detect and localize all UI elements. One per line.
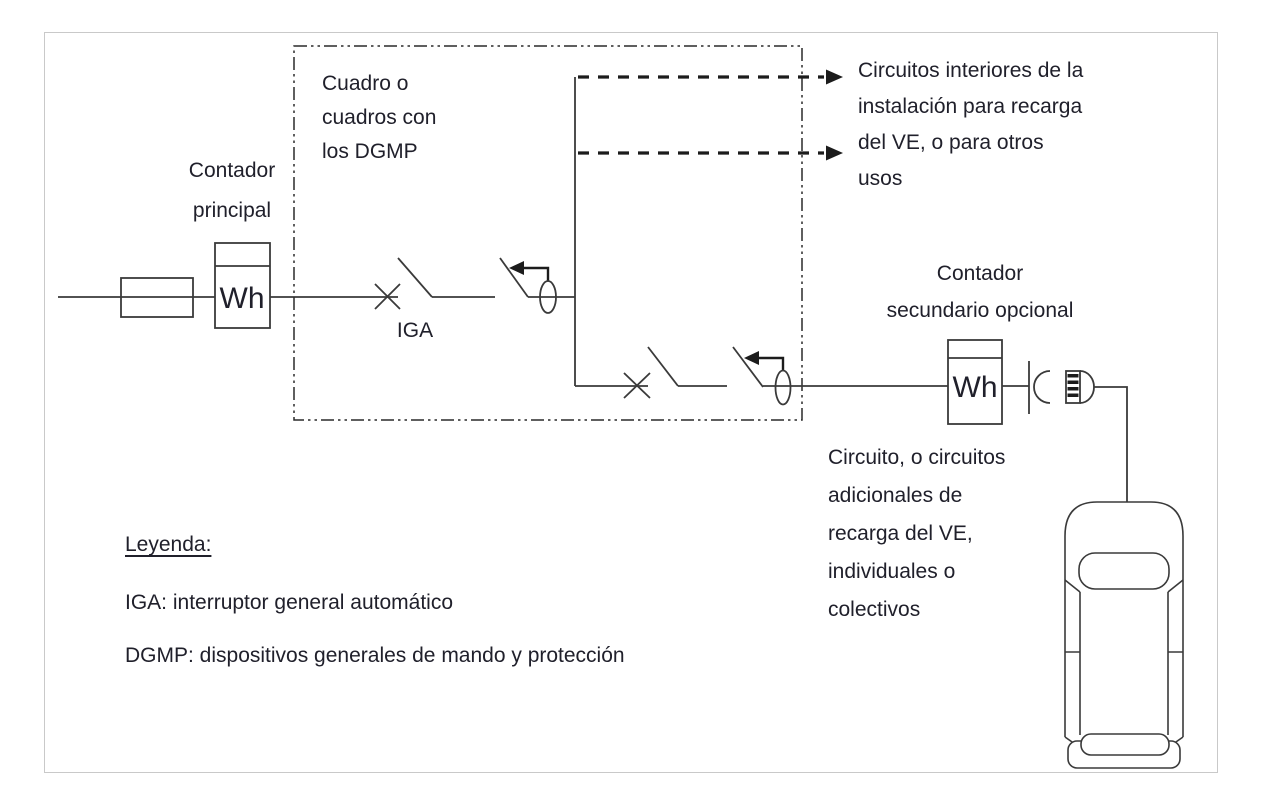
label-line: secundario opcional [886, 299, 1074, 322]
ev-windshield [1078, 552, 1170, 590]
main-energy-meter-icon: Wh [214, 242, 271, 329]
label-line: recarga del VE, [828, 522, 973, 545]
ev-hood [1064, 501, 1184, 580]
label-line: principal [192, 199, 272, 222]
fuse-icon [120, 277, 194, 318]
interior-circuit-arrows [578, 69, 843, 161]
ev-side-rails [1064, 580, 1184, 737]
legend-title: Leyenda: [125, 533, 212, 556]
dgmp-panel-box [293, 45, 803, 421]
label-line: cuadros con [322, 106, 437, 129]
ev-a-pillars [1064, 579, 1184, 593]
label-line: individuales o [828, 560, 956, 583]
plug-icon [1065, 370, 1095, 404]
label-line: adicionales de [828, 484, 963, 507]
label-line: Circuito, o circuitos [828, 446, 1006, 469]
label-line: instalación para recarga [858, 95, 1083, 118]
main-rcd-icon [499, 257, 557, 314]
label-line: usos [858, 167, 903, 190]
circuito-adicional-text: Circuito, o circuitos adicionales de rec… [828, 439, 1005, 629]
charging-cable-line [1094, 386, 1128, 502]
arrow-left-icon [744, 351, 759, 365]
ev-rear-window [1080, 733, 1170, 756]
electric-vehicle-icon [1064, 501, 1184, 769]
label-line: los DGMP [322, 140, 418, 163]
ev-branch-rcd-icon [732, 346, 792, 406]
page-frame [44, 32, 1218, 773]
label-line: del VE, o para otros [858, 131, 1044, 154]
secondary-energy-meter-icon: Wh [947, 339, 1003, 425]
wh-main-text: Wh [220, 282, 265, 315]
label-line: Contador [188, 159, 276, 182]
socket-outlet-icon [1002, 361, 1051, 414]
iga-breaker-icon: IGA [374, 257, 433, 342]
arrow-right-icon [826, 145, 843, 161]
arrow-left-icon [509, 261, 524, 275]
circuitos-interiores-text: Circuitos interiores de la instalación p… [858, 53, 1083, 197]
ev-branch-breaker-icon [623, 346, 679, 399]
contador-secundario-label: Contador secundario opcional [855, 255, 1105, 329]
legend-item-iga: IGA: interruptor general automático [125, 591, 454, 614]
legend-item-dgmp: DGMP: dispositivos generales de mando y … [125, 644, 625, 667]
cuadro-dgmp-label: Cuadro o cuadros con los DGMP [322, 67, 436, 169]
label-line: colectivos [828, 598, 921, 621]
arrow-right-icon [826, 69, 843, 85]
label-line: Cuadro o [322, 72, 409, 95]
contador-principal-label: Contador principal [157, 151, 307, 231]
label-line: Contador [936, 262, 1024, 285]
label-line: Circuitos interiores de la [858, 59, 1084, 82]
wh-secondary-text: Wh [953, 371, 998, 404]
iga-label: IGA [397, 319, 433, 342]
